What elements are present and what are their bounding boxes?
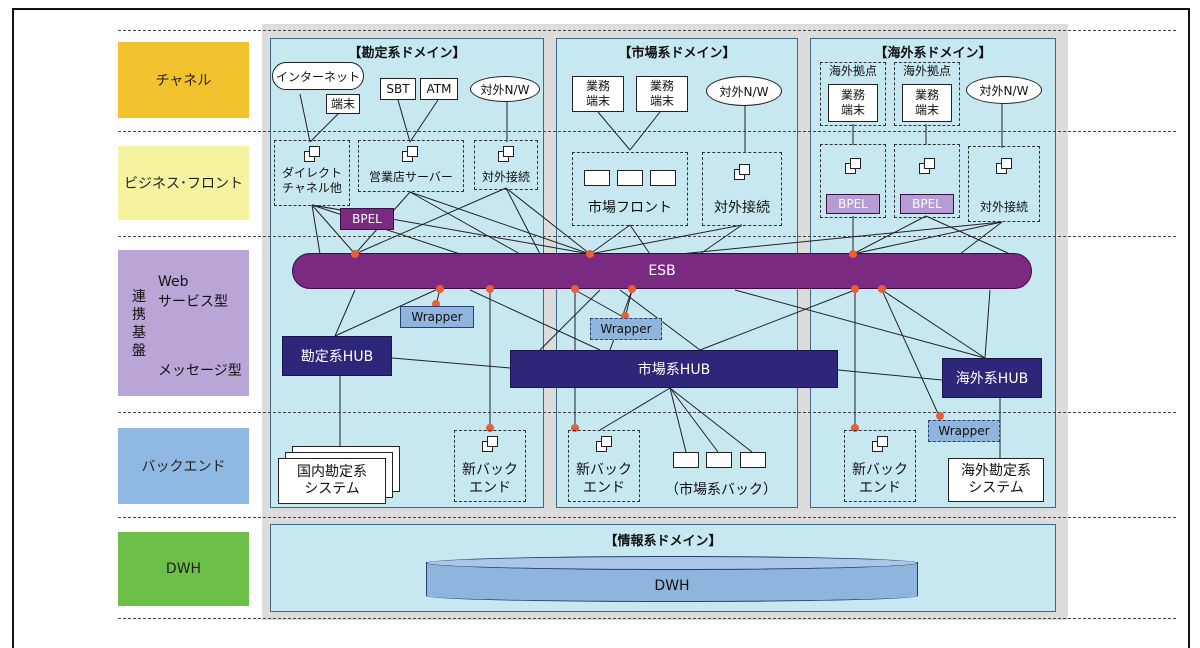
internet-cloud: インターネット (272, 62, 364, 90)
kaigai-title: 【海外系ドメイン】 (874, 46, 992, 61)
shijo-back-slot-2 (706, 452, 732, 468)
shijo-taigai-icon (734, 164, 750, 180)
separator-3 (118, 236, 1176, 237)
kanjo-hub: 勘定系HUB (282, 336, 392, 376)
kanjo-new-backend-label: 新バック エンド (462, 462, 518, 496)
kaigai-gyomu-tanmatsu-1: 業務 端末 (828, 84, 878, 122)
lane-backend: バックエンド (118, 428, 249, 504)
kanjo-wrapper: Wrapper (400, 306, 474, 328)
kaigai-taigai-group (968, 146, 1040, 222)
kaigai-taigai-setsuzoku-label: 対外接続 (979, 200, 1028, 214)
sbt-box: SBT (380, 78, 416, 100)
dwh-label: DWH (654, 578, 690, 594)
separator-5 (118, 517, 1176, 518)
shijo-gyomu-tanmatsu-2: 業務 端末 (636, 76, 688, 112)
direct-channel-group (274, 140, 350, 206)
kanjo-tanmatsu-box: 端末 (326, 94, 360, 114)
kanjo-bpel: BPEL (340, 208, 394, 230)
kaigai-kyoten-1-label: 海外拠点 (828, 64, 877, 78)
separator-2 (118, 131, 1176, 132)
atm-box: ATM (420, 78, 458, 100)
shijo-front-group (572, 152, 688, 226)
kaigai-bpel-1: BPEL (826, 194, 880, 214)
lane-channel: チャネル (118, 42, 249, 118)
dwh-cylinder-top (426, 556, 918, 570)
kaigai-front-2-icon (919, 158, 935, 174)
kaigai-new-backend-group (844, 430, 916, 502)
kaigai-kyoten-2-label: 海外拠点 (902, 64, 951, 78)
shijo-front-slot-1 (584, 170, 610, 186)
kaigai-new-backend-label: 新バック エンド (852, 462, 908, 496)
kanjo-taigai-group (474, 140, 538, 190)
kanjo-new-backend-group (454, 430, 526, 502)
kanjo-taigai-nw-ellipse: 対外N/W (470, 76, 540, 102)
shijo-gyomu-tanmatsu-1: 業務 端末 (572, 76, 624, 112)
shijo-back-label: （市場系バック） (665, 482, 777, 498)
kanjo-title: 【勘定系ドメイン】 (348, 46, 466, 61)
eigyoten-label: 営業店サーバー (369, 170, 453, 184)
eigyoten-server-icon (402, 146, 418, 162)
joho-title: 【情報系ドメイン】 (604, 534, 722, 549)
direct-server-icon (304, 146, 320, 162)
kaigai-new-backend-icon (872, 436, 888, 452)
kaigai-gyomu-tanmatsu-2: 業務 端末 (902, 84, 952, 122)
kanjo-new-backend-icon (482, 436, 498, 452)
lane-business-front: ビジネス･フロント (118, 146, 249, 220)
shijo-new-backend-icon (596, 436, 612, 452)
esb-bus: ESB (292, 253, 1032, 289)
lane-dwh: DWH (118, 532, 249, 606)
lane-renkei: 連携基盤 Web サービス型 メッセージ型 (118, 250, 249, 396)
shijo-new-backend-group (568, 430, 640, 502)
shijo-title: 【市場系ドメイン】 (618, 46, 736, 61)
kaigai-taigai-icon (996, 158, 1012, 174)
shijo-taigai-group (702, 152, 782, 226)
kanjo-taigai-setsuzoku-label: 対外接続 (481, 170, 530, 184)
kaigai-front-2-group (894, 144, 960, 218)
kaigai-taigai-nw-ellipse: 対外N/W (966, 76, 1042, 104)
shijo-back-slot-1 (673, 452, 699, 468)
kaigai-front-1-icon (845, 158, 861, 174)
connection-dots (351, 250, 944, 432)
kaigai-bpel-2: BPEL (900, 194, 954, 214)
kaigai-front-1-group (820, 144, 886, 218)
kaigai-hub: 海外系HUB (942, 358, 1042, 398)
separator-4 (118, 412, 1176, 413)
shijo-front-slot-3 (650, 170, 676, 186)
shijo-new-backend-label: 新バック エンド (576, 462, 632, 496)
shijo-back-slot-3 (740, 452, 766, 468)
kokunai-kanjo-system: 国内勘定系 システム (278, 458, 386, 504)
lane-renkei-msg-label: メッセージ型 (158, 363, 242, 379)
kaigai-kyoten-2-group (894, 62, 960, 126)
shijo-taigai-setsuzoku-label: 対外接続 (714, 200, 770, 216)
separator-1 (118, 30, 1176, 31)
shijo-hub: 市場系HUB (510, 350, 838, 388)
eigyoten-group (358, 140, 464, 192)
shijo-taigai-nw-ellipse: 対外N/W (706, 76, 782, 106)
separator-6 (118, 618, 1176, 619)
kaigai-kyoten-1-group (820, 62, 886, 126)
shijo-wrapper: Wrapper (590, 318, 662, 340)
kaigai-kanjo-system: 海外勘定系 システム (948, 458, 1044, 502)
shijo-front-slot-2 (617, 170, 643, 186)
kaigai-wrapper: Wrapper (928, 420, 1000, 442)
kanjo-taigai-icon (498, 146, 514, 162)
lane-renkei-web-label: Web サービス型 (158, 274, 228, 310)
shijo-front-label: 市場フロント (588, 200, 672, 216)
outer-frame (12, 8, 1190, 648)
lane-renkei-vertical-label: 連携基盤 (132, 289, 146, 359)
direct-channel-label: ダイレクト チャネル他 (281, 166, 342, 195)
